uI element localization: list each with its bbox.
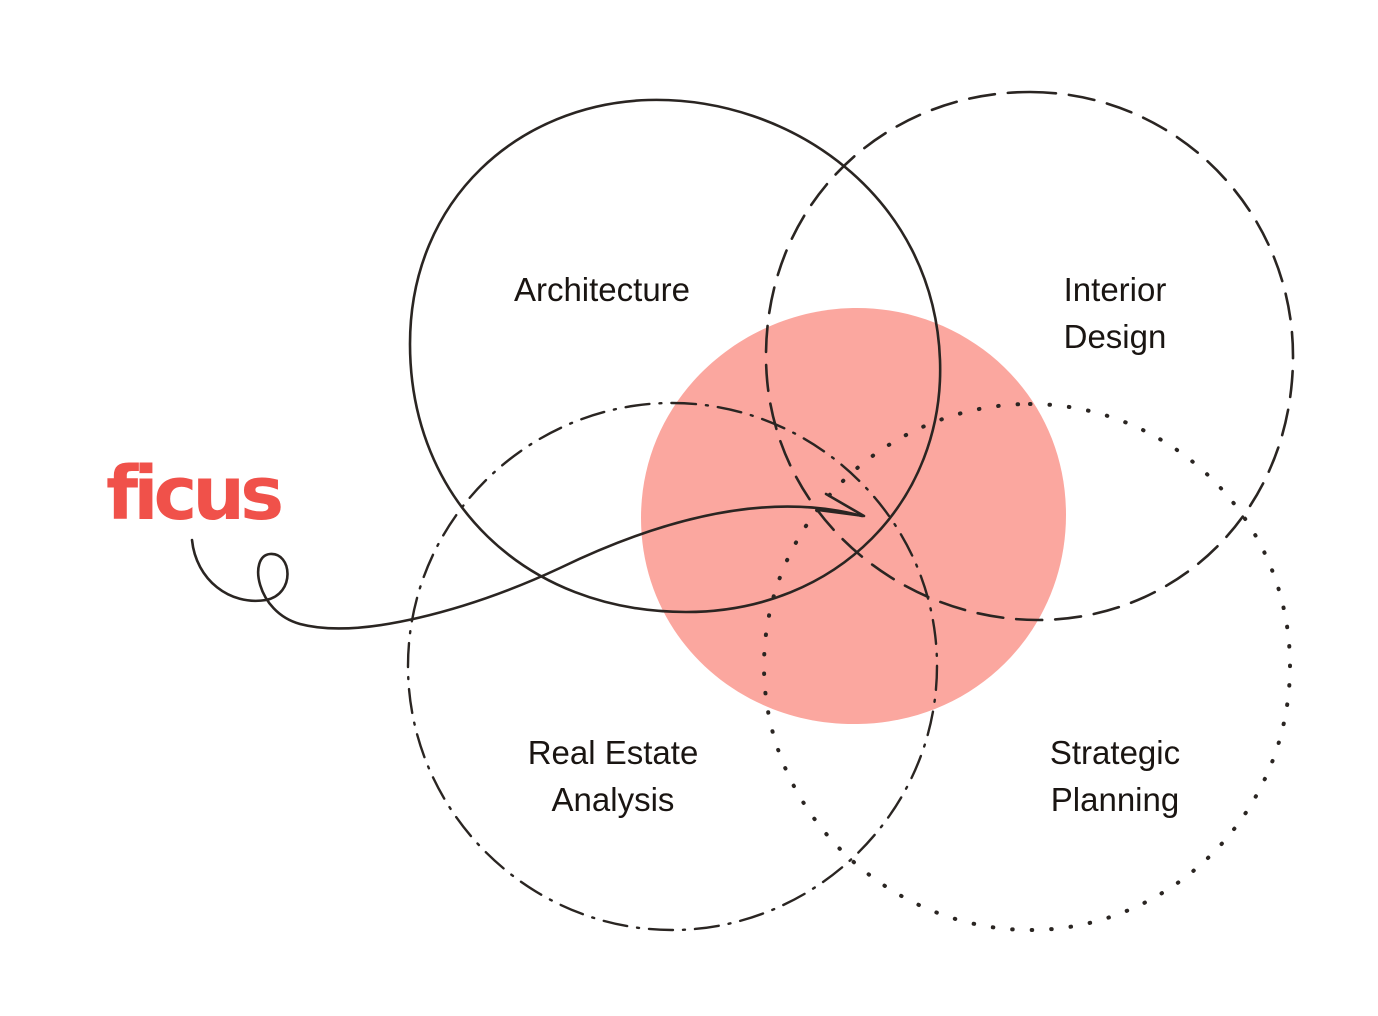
connector-arrow xyxy=(190,505,864,630)
label-real-estate-analysis: Real Estate Analysis xyxy=(527,734,699,818)
real-estate-analysis-circle xyxy=(406,401,939,932)
label-interior-design: Interior Design xyxy=(1063,271,1167,355)
label-strategic-planning: Strategic Planning xyxy=(1049,734,1181,818)
architecture-circle xyxy=(408,98,942,614)
ficus-logo: ficus xyxy=(106,451,284,537)
interior-design-circle xyxy=(764,90,1295,622)
label-architecture: Architecture xyxy=(513,271,691,308)
arrowhead-icon xyxy=(816,492,866,518)
strategic-planning-circle xyxy=(761,401,1293,933)
